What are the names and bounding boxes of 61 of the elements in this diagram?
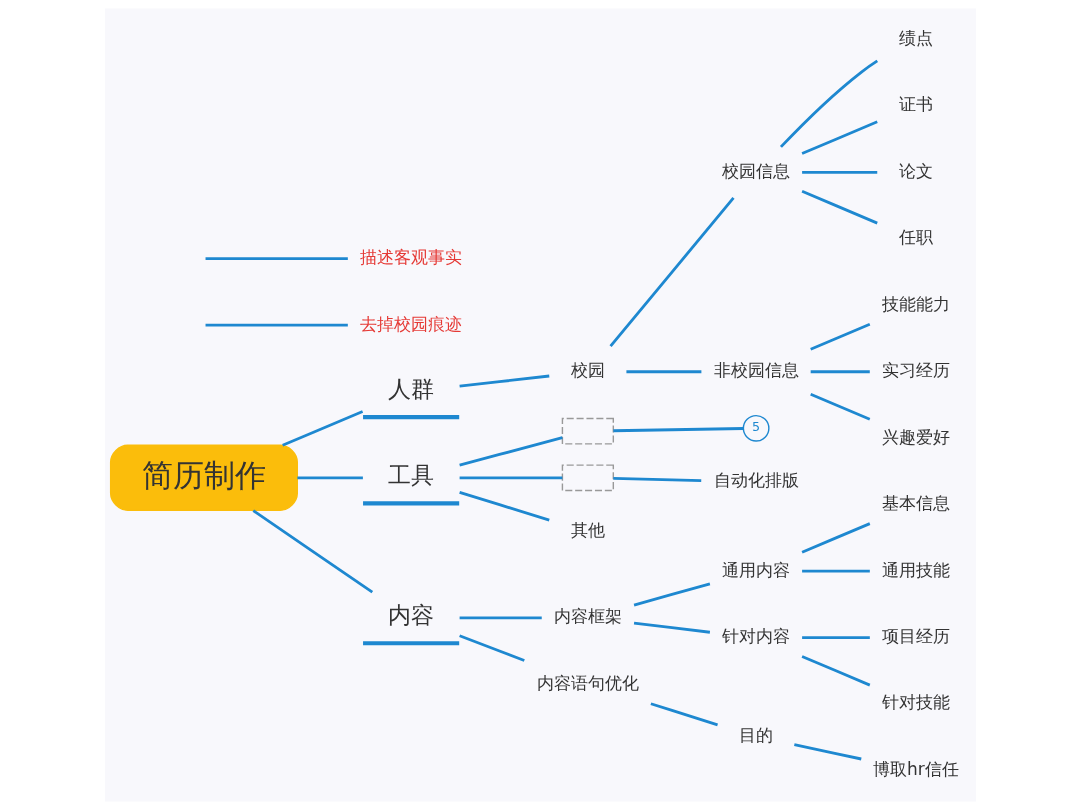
node-box [561, 417, 614, 445]
node-text: 非校园信息 [713, 360, 799, 381]
connector [633, 582, 710, 607]
connector [801, 120, 878, 155]
node-text: 工具 [387, 462, 434, 489]
node-text: 针对内容 [721, 625, 790, 646]
node-text: 去掉校园痕迹 [359, 313, 462, 334]
node-text: 校园信息 [721, 160, 790, 181]
connector [458, 634, 525, 662]
connector [779, 59, 878, 148]
node-box: 简历制作 [109, 444, 298, 512]
node-text: 针对技能 [881, 692, 950, 713]
connector [801, 522, 870, 554]
connector [649, 702, 718, 727]
connector [801, 655, 870, 687]
node-text: 实习经历 [881, 360, 950, 381]
connector [609, 197, 735, 348]
connector [801, 171, 877, 174]
connector [459, 476, 562, 480]
connector [296, 476, 363, 480]
node-text: 证书 [898, 94, 933, 115]
node-text: 自动化排版 [713, 470, 799, 491]
node-text: 通用内容 [721, 559, 790, 580]
connector [459, 616, 542, 620]
connector [458, 436, 563, 467]
node-text: 目的 [738, 724, 773, 745]
connector [810, 370, 870, 374]
node-text: 内容框架 [553, 606, 622, 627]
node-text: 通用技能 [881, 559, 950, 580]
node-box [561, 464, 614, 492]
connector [793, 743, 862, 761]
connector [205, 257, 348, 261]
node-circle: 5 [742, 414, 770, 442]
node-text: 兴趣爱好 [881, 426, 950, 447]
connector [252, 509, 373, 594]
node-text: 论文 [898, 160, 933, 181]
connector [801, 569, 870, 573]
node-text: 博取hr信任 [872, 758, 959, 779]
connector [458, 491, 550, 522]
node-text: 项目经历 [881, 625, 950, 646]
node-text: 绩点 [898, 27, 933, 48]
node-text: 校园 [570, 360, 605, 381]
node-text: 人群 [387, 375, 434, 402]
node-text: 基本信息 [881, 493, 950, 514]
node-text: 内容语句优化 [536, 672, 639, 693]
connector [458, 374, 549, 388]
connector [809, 322, 870, 351]
connector [205, 323, 348, 327]
connector [801, 636, 870, 639]
node-text: 技能能力 [881, 293, 950, 314]
connector [625, 370, 701, 374]
connector [801, 189, 878, 225]
connector [809, 392, 870, 421]
node-text: 描述客观事实 [359, 247, 462, 268]
node-text: 任职 [898, 227, 933, 248]
node-text: 其他 [570, 519, 605, 540]
connector [612, 477, 701, 483]
connector [281, 410, 363, 447]
connector [612, 427, 743, 433]
node-text: 内容 [387, 602, 434, 629]
connector [633, 621, 710, 634]
